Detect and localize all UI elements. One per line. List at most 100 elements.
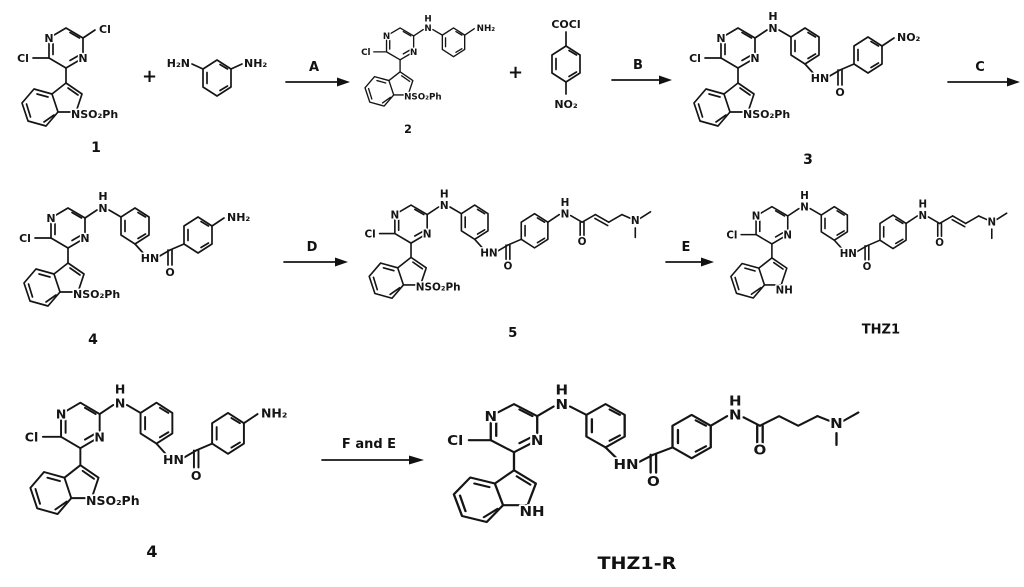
plus-sign: + [508,62,524,83]
nh2-atom-label: NH₂ [244,57,267,70]
compound-5: Cl N N H N NSO₂Ph HN O H N O N 5 [363,187,652,341]
hn-atom-label: HN [840,248,857,260]
compound-1: Cl N N Cl NSO₂Ph 1 [16,22,120,157]
o-atom-label: O [165,266,174,279]
h-atom-label: H [440,189,449,201]
nso2ph-label: NSO₂Ph [416,282,461,294]
compound-number: 5 [508,326,517,341]
nh2-atom-label: NH₂ [261,405,287,420]
compound-number: THZ1-R [598,554,677,574]
n-atom-label: N [531,434,544,449]
cocl-atom-label: COCl [551,18,580,31]
hn-atom-label: HN [141,252,159,265]
h-atom-label: H [556,383,569,398]
compound-2: Cl N N H N NH₂ NSO₂Ph 2 [360,13,497,136]
h-atom-label: H [800,190,809,202]
nso2ph-label: NSO₂Ph [71,108,118,121]
thz1-r-skeleton [452,403,860,524]
n-atom-label: N [631,215,640,227]
compound-number: 1 [91,140,101,156]
hn-atom-label: HN [613,458,638,473]
arrow-a-label: A [309,60,319,75]
arrow-f-and-e-label: F and E [342,437,396,452]
h-atom-label: H [919,199,928,211]
o-atom-label: O [647,475,660,490]
o-atom-label: O [578,236,587,248]
n-atom-label: N [919,210,928,222]
n-atom-label: N [423,228,432,240]
o-atom-label: O [863,261,872,273]
n-atom-label: N [94,429,104,444]
hn-atom-label: HN [163,452,184,467]
arrow-b-label: B [633,58,643,73]
compound-number: 4 [88,332,98,348]
n-atom-label: N [987,216,996,228]
n-atom-label: N [98,202,107,215]
reagent-4-nitrobenzoyl-chloride: COCl NO₂ [550,17,582,113]
h-atom-label: H [115,382,125,397]
arrow-e-label: E [682,240,691,255]
cl-atom-label: Cl [447,434,463,449]
o-atom-label: O [191,468,202,483]
n-atom-label: N [390,209,399,221]
h-atom-label: H [729,394,742,409]
n-atom-label: N [800,201,809,213]
n-atom-label: N [484,410,497,425]
arrow-f-and-e: F and E [321,437,424,465]
nso2ph-label: NSO₂Ph [86,493,140,508]
compound-thz1-r: Cl N N H N NH HN O H N O N THZ1-R [445,381,860,574]
h-atom-label: H [424,15,431,25]
nh2-atom-label: NH₂ [477,24,496,34]
n-atom-label: N [115,395,125,410]
no2-atom-label: NO₂ [897,31,921,44]
diamine-skeleton [191,59,243,97]
n-atom-label: N [556,398,569,413]
o-atom-label: O [835,86,844,99]
hn-atom-label: HN [811,72,829,85]
n-atom-label: N [440,200,449,212]
arrow-head-icon [337,77,350,87]
arrow-head-icon [1007,77,1020,87]
nh2-atom-label: NH₂ [227,211,250,224]
n-atom-label: N [752,211,761,223]
compound-number: 4 [146,542,157,561]
compound-5-skeleton [368,204,652,300]
n-atom-label: N [768,22,777,35]
n-atom-label: N [750,52,759,65]
cl-atom-label: Cl [17,52,29,65]
n-atom-label: N [783,229,792,241]
reagent-m-phenylenediamine: H₂N NH₂ [165,56,269,97]
nh-atom-label: NH [519,505,544,520]
compound-thz1: Cl N N H N NH HN O H N O N THZ1 [725,189,1008,337]
o-atom-label: O [935,237,944,249]
arrow-head-icon [409,455,424,465]
n-atom-label: N [383,32,390,42]
o-atom-label: O [504,261,513,273]
compound-4-repeat: Cl N N H N NSO₂Ph HN O NH₂ 4 [23,380,289,561]
arrow-head-icon [659,75,672,85]
n-atom-label: N [46,212,55,225]
compound-4-skeleton [23,207,225,307]
thz1-skeleton [730,205,1008,299]
cl-atom-label: Cl [25,429,38,444]
cl-atom-label: Cl [689,52,701,65]
h-atom-label: H [561,197,570,209]
compound-3: Cl N N H N NSO₂Ph HN O NO₂ 3 [688,9,922,169]
o-atom-label: O [754,443,767,458]
n-atom-label: N [410,48,417,58]
hn-atom-label: HN [480,247,497,259]
arrow-a: A [285,60,350,87]
plus-sign: + [142,66,158,87]
arrow-c-label: C [975,60,985,75]
n-atom-label: N [729,409,742,424]
compound-4-repeat-skeleton [29,401,259,515]
arrow-d: D [283,240,348,267]
arrow-b: B [611,58,672,85]
arrow-head-icon [701,257,714,267]
n-atom-label: N [78,52,87,65]
n-atom-label: N [44,32,53,45]
compound-number: 2 [404,123,412,136]
n-atom-label: N [716,32,725,45]
compound-number: 3 [803,152,813,168]
arrow-e: E [665,240,714,267]
